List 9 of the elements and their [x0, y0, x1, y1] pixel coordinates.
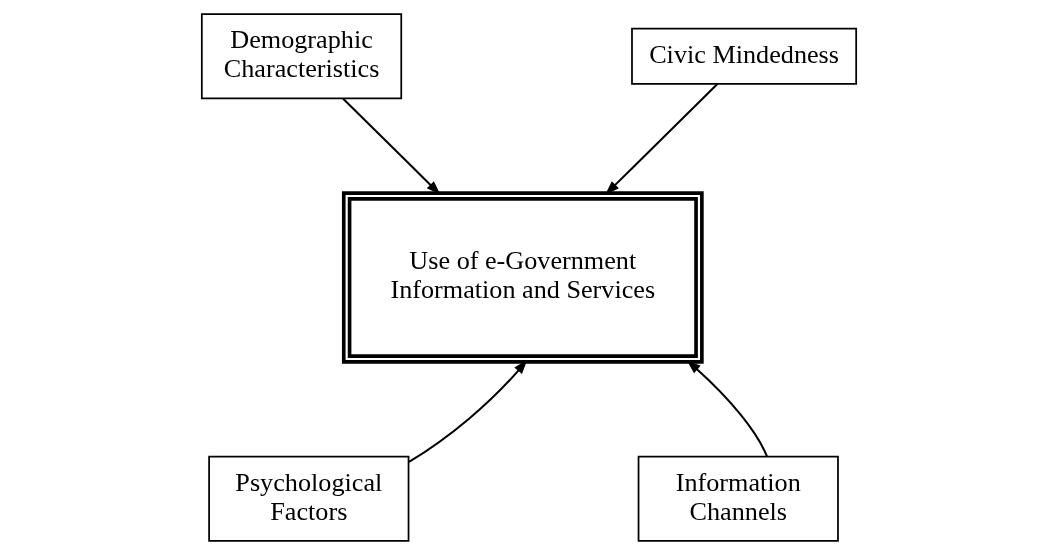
node-box: Civic Mindedness	[631, 27, 858, 85]
arrow	[605, 83, 719, 195]
arrow	[342, 98, 441, 195]
arrow	[686, 360, 768, 457]
node-box: Psychological Factors	[208, 455, 410, 542]
node-box: Demographic Characteristics	[200, 13, 403, 100]
node-box: Information Channels	[637, 455, 839, 542]
arrow	[408, 359, 528, 463]
node-box: Use of e-Government Information and Services	[341, 191, 704, 364]
